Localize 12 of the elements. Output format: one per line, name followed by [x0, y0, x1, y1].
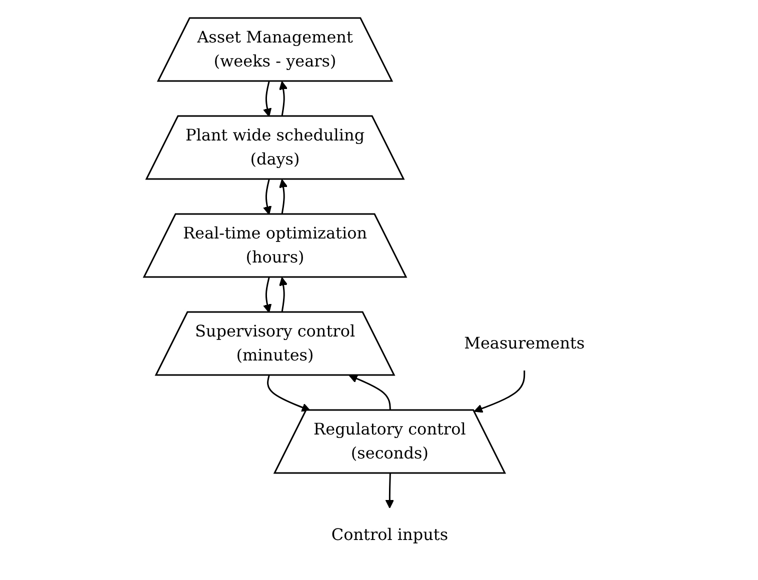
arrow	[278, 277, 288, 313]
arrow	[474, 370, 525, 413]
node-text: Measurements	[464, 333, 584, 352]
arrow	[262, 81, 272, 117]
arrow	[262, 179, 272, 215]
arrow	[384, 473, 394, 508]
node-text: Control inputs	[330, 524, 448, 544]
arrow	[348, 374, 391, 411]
arrow	[278, 179, 288, 215]
arrow	[262, 277, 272, 313]
arrow	[278, 81, 288, 117]
arrow	[266, 375, 310, 412]
